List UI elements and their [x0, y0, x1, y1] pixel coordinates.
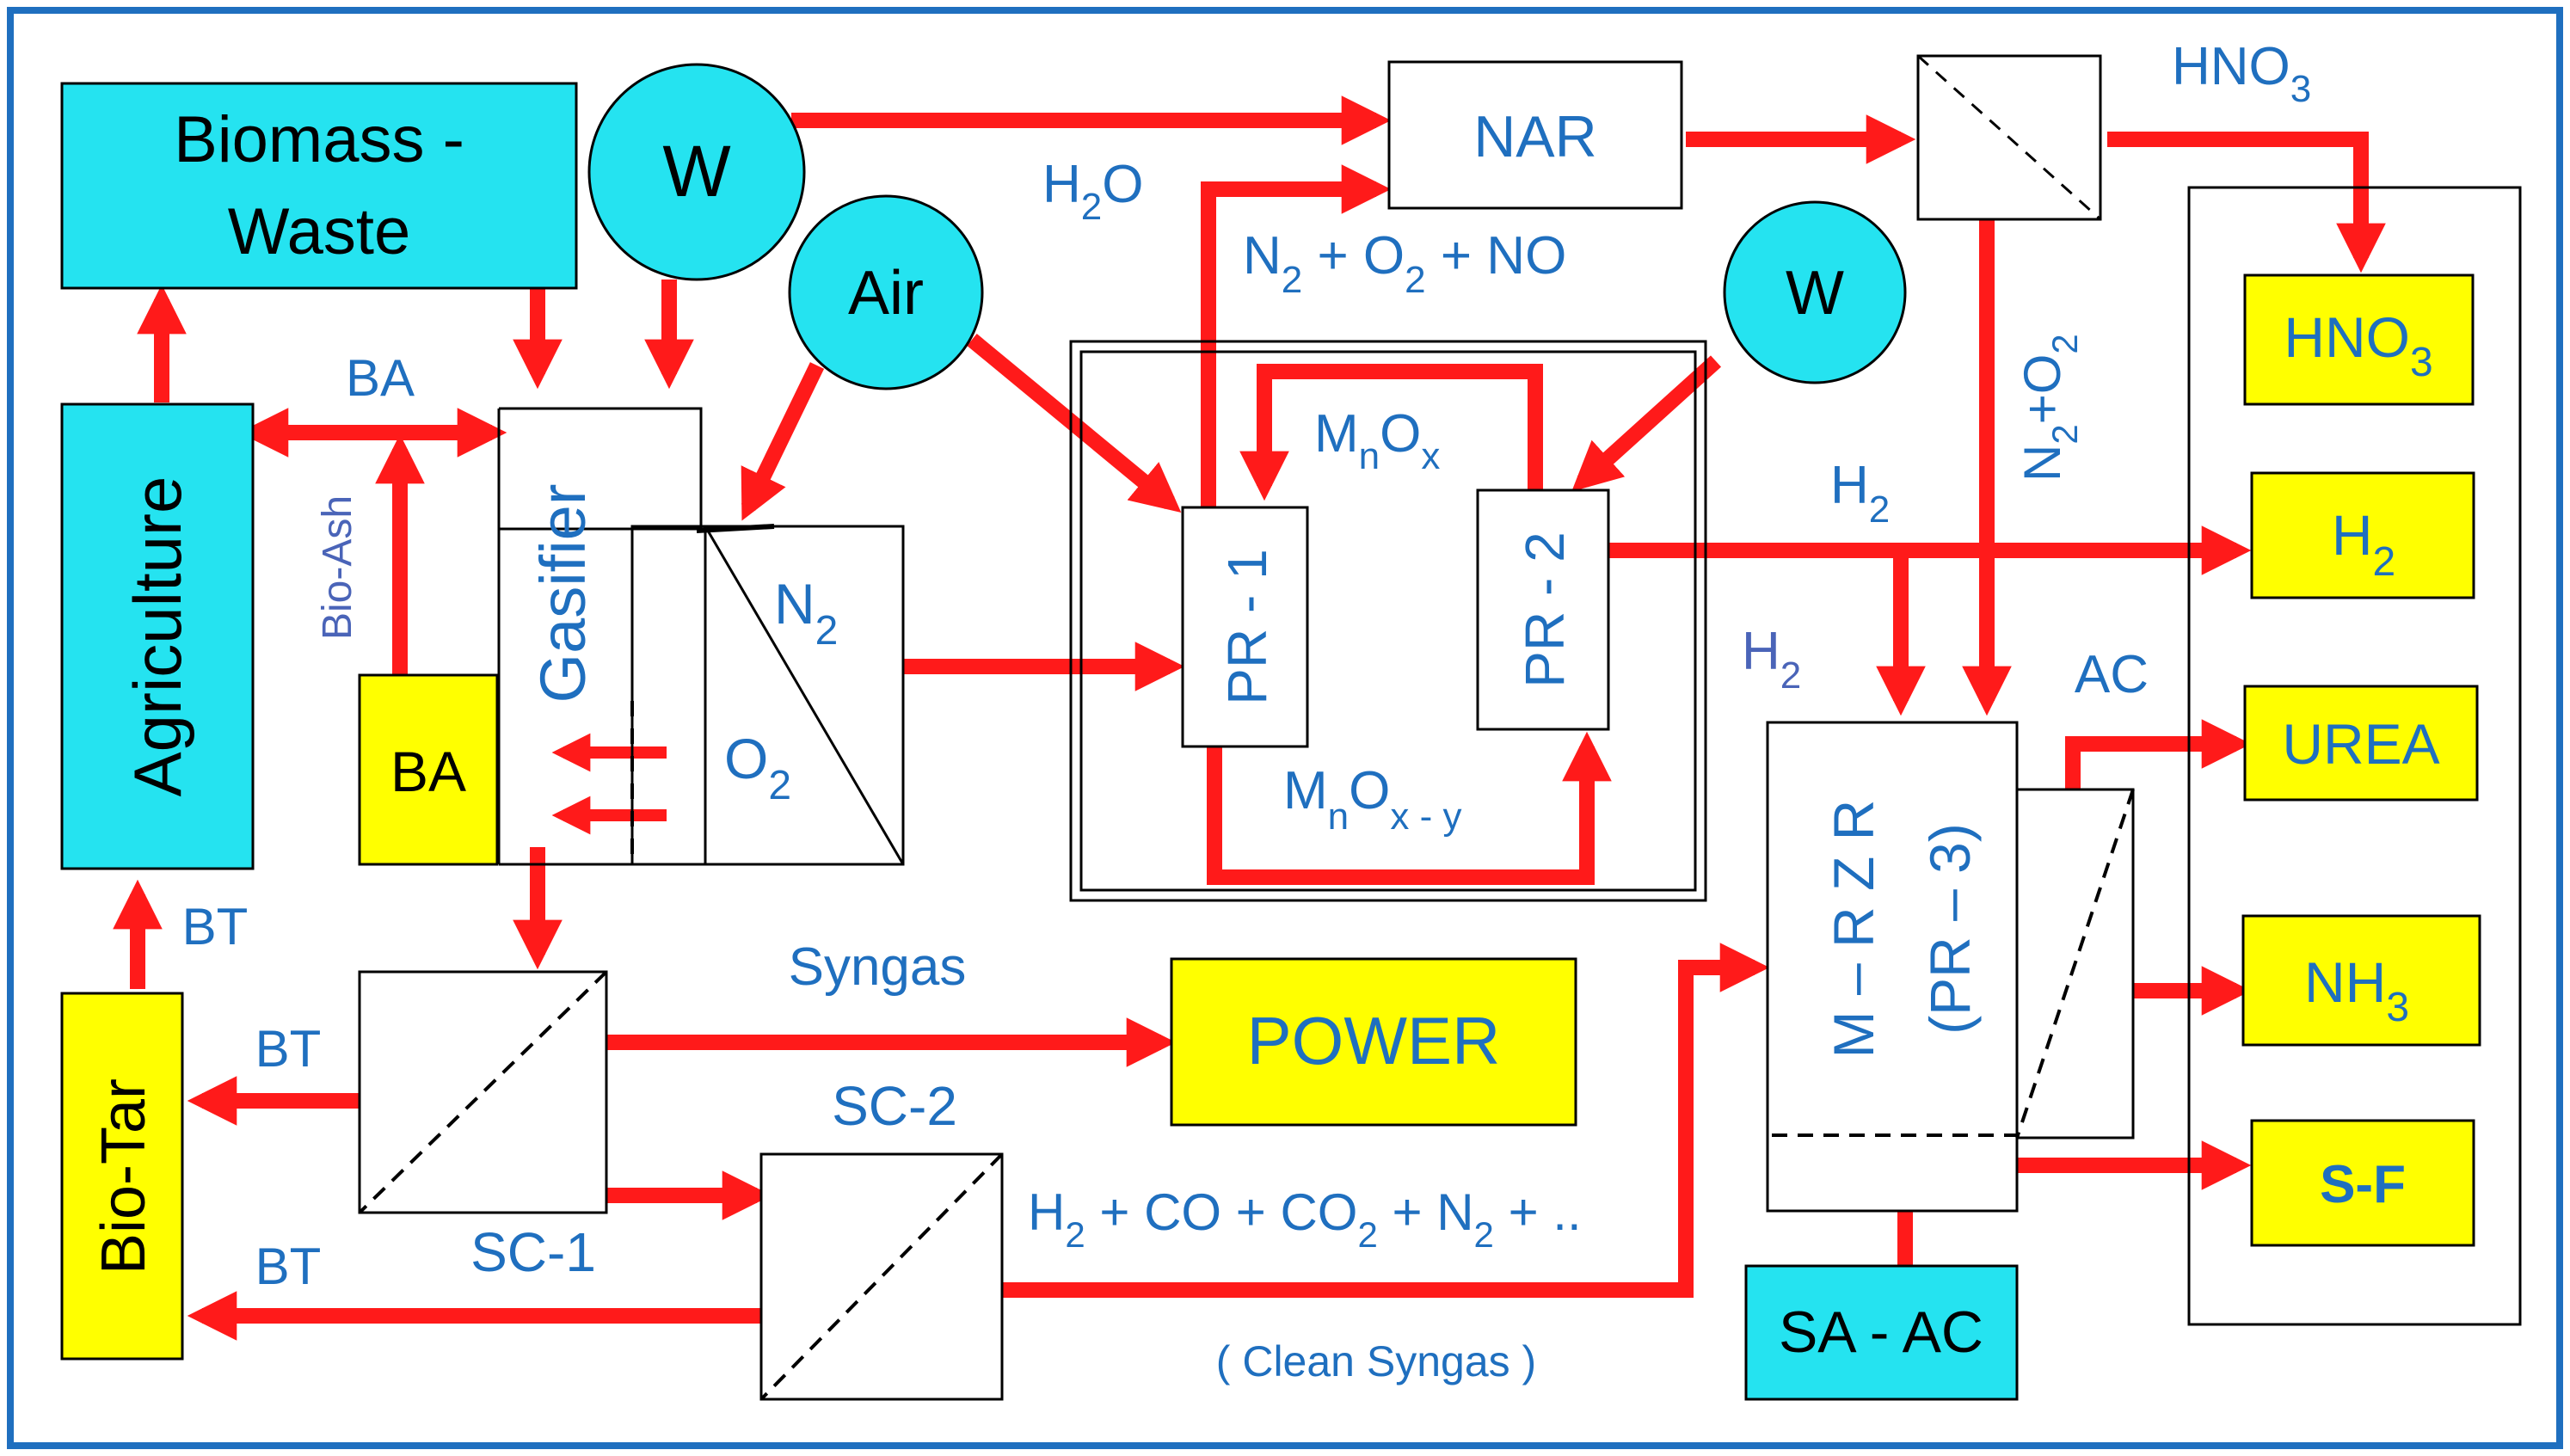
pr-reactor-inner: [1079, 350, 1697, 892]
product-urea: [2243, 685, 2479, 802]
ac-label: AC: [2075, 645, 2149, 704]
product-sf-label: S-F: [2320, 1155, 2406, 1214]
product-nh3-label: NH3: [2304, 950, 2409, 1030]
biomass-label-1: Biomass -: [174, 103, 464, 176]
n2-plus-o2-label: N2+O2: [2014, 334, 2085, 482]
arrow-pr2-pr1-loop: [1239, 364, 1543, 501]
arrow-sc2-mrzr: [1002, 943, 1770, 1298]
pr2-label: PR - 2: [1514, 531, 1576, 687]
arrows: [113, 95, 2386, 1341]
ba-box-label: BA: [390, 740, 466, 803]
biomass-waste-box: [60, 82, 578, 290]
arrow-pr1-pr2-loop: [1207, 731, 1612, 885]
bio-ash-label: Bio-Ash: [315, 495, 360, 640]
nar-label: NAR: [1473, 104, 1597, 169]
water-right-label: W: [1786, 259, 1844, 328]
bio-tar-box: [60, 992, 184, 1361]
nar-box: [1387, 60, 1683, 210]
gasifier-label: Gasifier: [527, 484, 599, 703]
o2-label: O2: [724, 727, 791, 808]
mnoxy-label: MnOx - y: [1283, 761, 1461, 838]
h2-label-mid: H2: [1742, 622, 1801, 697]
pr2-box: [1476, 488, 1610, 731]
clean-syngas-label: ( Clean Syngas ): [1216, 1337, 1536, 1385]
pr1-label: PR - 1: [1216, 549, 1278, 704]
outer-frame: [7, 7, 2563, 1449]
power-label: POWER: [1247, 1003, 1501, 1078]
arrow-sep-hno3: [2107, 132, 2386, 273]
h2o-label: H2O: [1042, 155, 1144, 228]
arrow-w-pr2: [1571, 355, 1722, 492]
ba-label: BA: [346, 349, 415, 407]
mrzr-label-1: M – R Z R: [1822, 800, 1885, 1059]
syngas-mix-label: H2 + CO + CO2 + N2 + ..: [1028, 1183, 1582, 1255]
syngas-label: Syngas: [789, 937, 967, 997]
water-circle-right: [1723, 200, 1907, 384]
hno3-top-label: HNO3: [2172, 37, 2311, 110]
bio-tar-label: Bio-Tar: [89, 1078, 158, 1275]
sa-ac-label: SA - AC: [1779, 1299, 1983, 1365]
mrzr-label-2: (PR – 3): [1918, 823, 1982, 1035]
product-hno3-label: HNO3: [2284, 305, 2432, 385]
product-h2-label: H2: [2332, 503, 2395, 585]
pr-reactor-outer: [1069, 340, 1707, 902]
sc2-label: SC-2: [832, 1075, 957, 1137]
products-box: [2187, 186, 2522, 1326]
product-sf: [2250, 1119, 2475, 1247]
bt-label-2: BT: [255, 1020, 322, 1078]
product-nh3: [2241, 914, 2481, 1047]
air-label: Air: [848, 259, 924, 328]
bt-label-3: BT: [255, 1238, 322, 1295]
h2-label-top: H2: [1830, 456, 1890, 531]
biomass-label-2: Waste: [228, 195, 411, 268]
n2-label: N2: [774, 572, 838, 654]
pr1-box: [1181, 506, 1309, 748]
arrow-ac-urea: [2065, 719, 2252, 804]
gasifier-inner-arrows: [551, 733, 667, 835]
ba-box: [358, 673, 499, 866]
sa-ac-box: [1744, 1264, 2019, 1401]
mrzr-box: [1766, 721, 2019, 1213]
agriculture-label: Agriculture: [120, 476, 195, 797]
sc1-label: SC-1: [470, 1221, 596, 1283]
gasifier-box: [499, 407, 703, 531]
n2-o2-no-label: N2 + O2 + NO: [1243, 226, 1566, 301]
air-circle: [788, 194, 984, 390]
bt-label-1: BT: [182, 898, 249, 955]
arrow-pr1-nar: [1201, 164, 1392, 507]
product-h2: [2250, 471, 2475, 599]
agriculture-box: [60, 402, 255, 870]
arrow-air-separator: [741, 362, 825, 521]
power-box: [1170, 957, 1577, 1127]
n2-o2-separator: [630, 525, 905, 866]
water-top-label: W: [662, 131, 730, 212]
product-hno3: [2243, 273, 2475, 406]
product-urea-label: UREA: [2282, 712, 2439, 776]
mnox-label: MnOx: [1314, 404, 1440, 477]
water-circle-top: [587, 63, 806, 281]
